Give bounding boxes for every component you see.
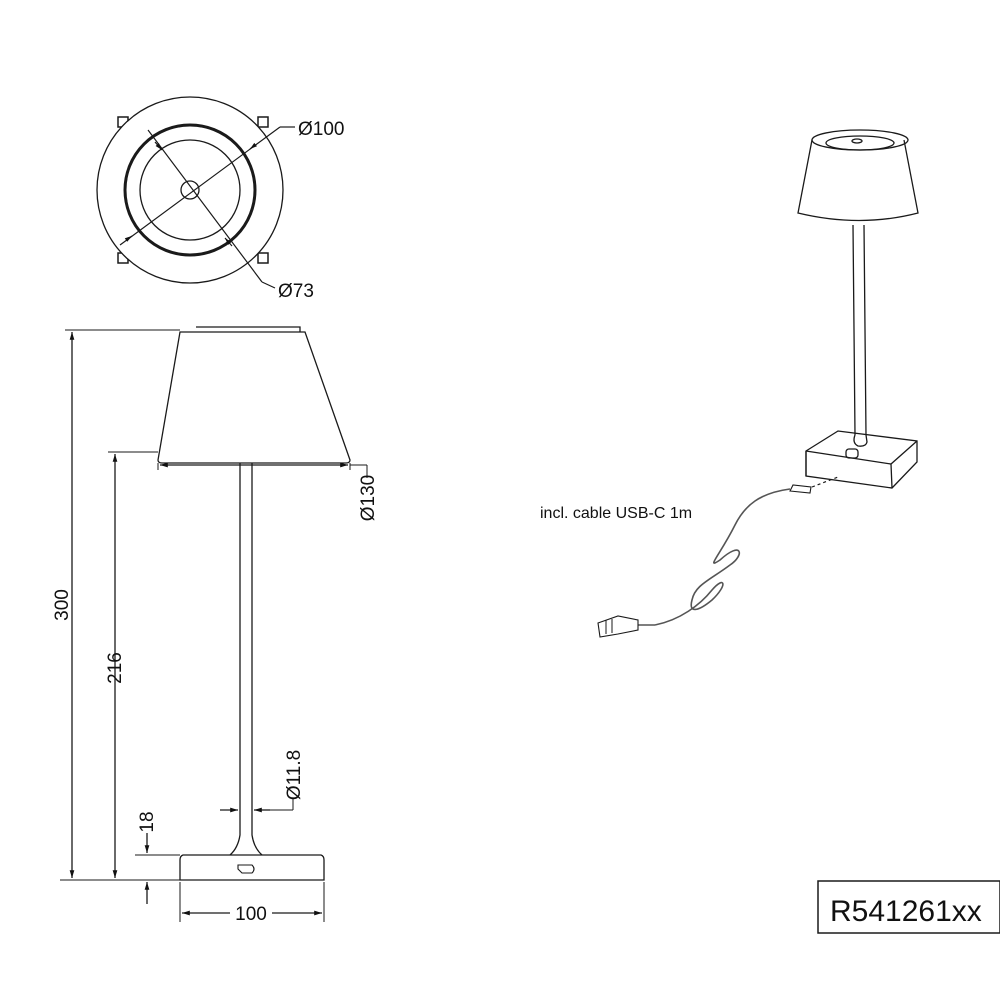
dim-total-height: 300 — [52, 589, 73, 621]
shade-top-ellipse — [811, 129, 909, 151]
dim-stem-diameter: Ø11.8 — [284, 750, 305, 800]
cable-note: incl. cable USB-C 1m — [540, 505, 692, 522]
product-code-box — [817, 880, 1000, 934]
dim-shade-bottom-height: 216 — [105, 652, 126, 684]
perspective-shade — [797, 139, 919, 222]
shade-rim-circle — [123, 123, 257, 257]
perspective-stem — [852, 224, 867, 436]
side-view — [60, 326, 368, 922]
usb-port — [237, 864, 255, 874]
lamp-base — [179, 854, 325, 881]
lamp-shade — [157, 331, 351, 464]
usb-c-plug — [789, 484, 812, 494]
dim-base-height: 18 — [137, 811, 158, 832]
dim-shade-diameter: Ø130 — [358, 475, 379, 521]
product-code: R541261xx — [830, 895, 982, 928]
perspective-usb-port — [845, 448, 859, 459]
dim-inner-diameter: Ø73 — [278, 281, 314, 302]
center-circle — [180, 180, 200, 200]
lamp-stem — [229, 463, 263, 856]
usb-a-plug — [597, 615, 639, 638]
dim-base-width: 100 — [235, 904, 267, 925]
perspective-view — [597, 129, 919, 638]
top-view — [96, 96, 295, 289]
usb-cable — [654, 488, 791, 626]
dim-outer-diameter: Ø100 — [298, 119, 344, 140]
shade-top-cap — [196, 326, 301, 332]
